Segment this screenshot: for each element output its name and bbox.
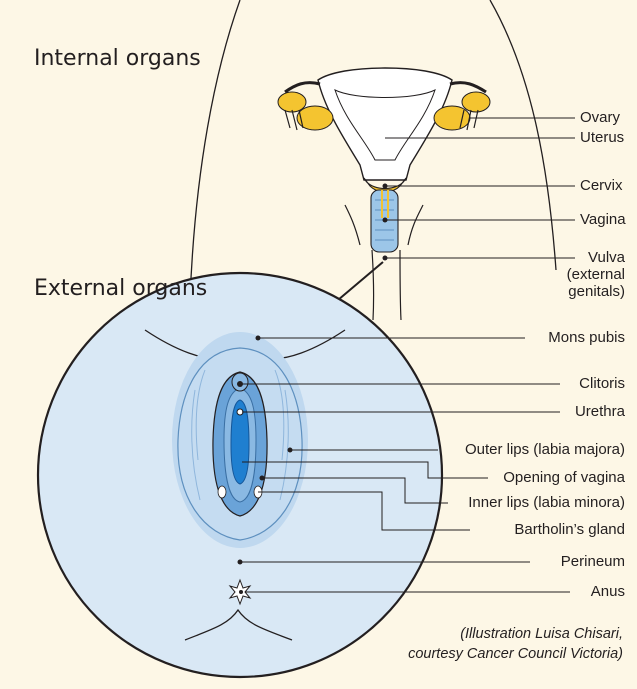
external-organs-heading: External organs bbox=[34, 276, 207, 301]
body-outline-left bbox=[190, 0, 240, 300]
body-outline-right bbox=[490, 0, 556, 270]
pelvis-line-left bbox=[345, 205, 360, 245]
vulva-label-line3: genitals) bbox=[567, 283, 625, 300]
anus-label: Anus bbox=[591, 583, 625, 600]
credit-line1: (Illustration Luisa Chisari, bbox=[408, 624, 623, 644]
pelvis-line-right bbox=[408, 205, 423, 245]
cervix-label: Cervix bbox=[580, 177, 623, 194]
vagina-label: Vagina bbox=[580, 211, 626, 228]
fallopian-tube-left bbox=[285, 83, 320, 92]
perineum-label: Perineum bbox=[561, 553, 625, 570]
opening-of-vagina-label: Opening of vagina bbox=[503, 469, 625, 486]
leg-line-left bbox=[372, 250, 374, 320]
vulva-label-line1: Vulva bbox=[567, 249, 625, 266]
inner-lips-label: Inner lips (labia minora) bbox=[468, 494, 625, 511]
outer-lips-label: Outer lips (labia majora) bbox=[465, 441, 625, 458]
ovary-label: Ovary bbox=[580, 109, 620, 126]
vulva-label-line2: (external bbox=[567, 266, 625, 283]
mons-pubis-label: Mons pubis bbox=[548, 329, 625, 346]
credit-line2: courtesy Cancer Council Victoria) bbox=[408, 644, 623, 664]
bartholins-gland-label: Bartholin’s gland bbox=[514, 521, 625, 538]
bartholins-gland-left bbox=[218, 486, 226, 498]
clitoris-label: Clitoris bbox=[579, 375, 625, 392]
leg-line-right bbox=[400, 250, 401, 320]
uterus-outer bbox=[318, 68, 452, 180]
uterus-label: Uterus bbox=[580, 129, 624, 146]
urethra-label: Urethra bbox=[575, 403, 625, 420]
vulva-label: Vulva (external genitals) bbox=[567, 249, 625, 300]
internal-organs-heading: Internal organs bbox=[34, 46, 201, 71]
illustration-credit: (Illustration Luisa Chisari, courtesy Ca… bbox=[408, 624, 623, 664]
fallopian-tube-right bbox=[450, 83, 486, 92]
